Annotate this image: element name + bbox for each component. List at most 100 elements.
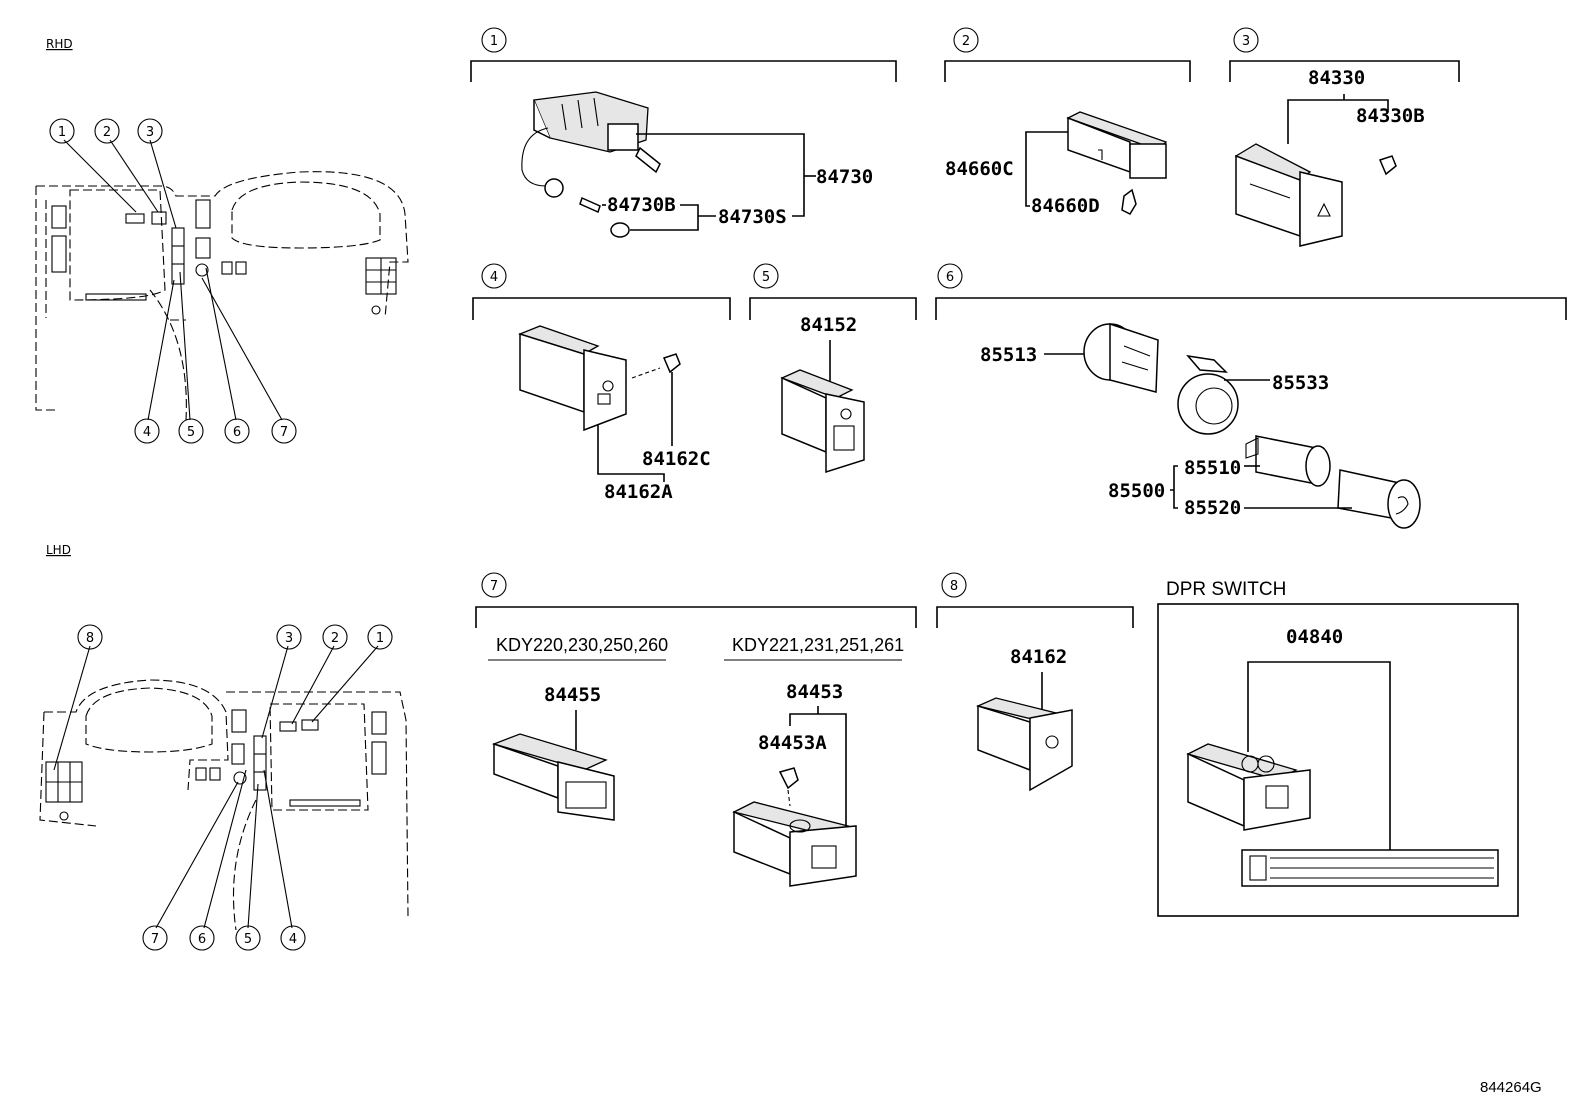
lhd-leader-8 [53,645,91,771]
part-84162C: 84162C [642,448,711,470]
lhd-callout-7: 7 [142,925,168,951]
rhd-callout-7: 7 [271,418,297,444]
rhd-vent-left-low [51,235,67,273]
rhd-leader-7 [201,277,283,421]
part-84730S: 84730S [718,206,787,228]
dpr-title: DPR SWITCH [1166,579,1286,600]
rhd-vent-left [51,205,67,229]
ignition-key-cylinder-drawing [521,91,661,198]
rhd-label: RHD [46,37,73,51]
section-2: 2 84660C 84660D [944,27,1191,217]
lhd-callout-4: 4 [280,925,306,951]
figure-id: 844264G [1480,1079,1542,1096]
lhd-vent-center [231,709,247,733]
lhd-leader-5 [247,783,259,929]
lhd-leader-1 [311,645,379,723]
model-list-a: KDY220,230,250,260 [496,635,668,655]
part-84162A: 84162A [604,481,673,503]
lhd-dashboard-view: LHD 8 3 2 1 [39,543,409,951]
rhd-hazard [195,237,211,259]
hazard-switch-drawing [1234,143,1343,247]
section-4-bracket [472,297,731,320]
key-bulb-drawing [579,196,601,214]
svg-text:7: 7 [490,579,498,594]
switch-84453-drawing [732,801,857,887]
part-84152: 84152 [800,314,857,336]
svg-text:3: 3 [285,631,293,646]
model-list-b: KDY221,231,251,261 [732,635,904,655]
svg-text:5: 5 [762,270,770,285]
svg-text:4: 4 [289,932,297,947]
rhd-switch-1 [125,213,145,224]
svg-text:2: 2 [962,34,970,49]
rhd-callout-5: 5 [178,418,204,444]
rhd-switch-2 [151,211,167,225]
bulb-84330B-drawing [1378,155,1397,176]
svg-text:6: 6 [946,270,954,285]
rhd-dashboard-view: RHD 1 2 3 [35,37,409,444]
part-84330: 84330 [1308,67,1365,89]
lhd-leader-6 [203,769,247,929]
dpr-label-plate-drawing [1241,849,1499,887]
dpr-switch-drawing [1186,743,1311,831]
rhd-callout-2: 2 [94,118,120,144]
leader-85500 [1170,465,1178,509]
svg-text:4: 4 [143,425,151,440]
section-7-bracket [475,606,917,628]
lhd-hazard [231,743,245,765]
section-4: 4 84162C 84162A [472,263,731,503]
part-84660D: 84660D [1031,195,1100,217]
section-5-number: 5 [753,263,779,289]
rhd-small-switch-b [235,261,247,275]
rhd-console-edge [149,289,187,421]
rhd-slot [85,293,147,301]
rhd-leader-1 [63,139,137,213]
lhd-switch-2 [301,719,319,731]
dpr-switch-section: DPR SWITCH 04840 [1157,579,1519,917]
section-2-number: 2 [953,27,979,53]
svg-text:8: 8 [86,631,94,646]
rhd-display [69,189,166,301]
leader-84660 [1025,131,1068,207]
lhd-switch-1 [279,721,297,732]
lhd-callout-2: 2 [322,624,348,650]
lhd-callout-8: 8 [77,624,103,650]
rhd-leader-3 [149,139,177,229]
lhd-small-switch-a [195,767,207,781]
svg-text:6: 6 [198,932,206,947]
section-3: 3 84330 84330B [1229,27,1460,247]
lhd-left-edge [39,711,97,827]
part-04840: 04840 [1286,626,1343,648]
rhd-dash-outline [36,171,409,319]
rhd-cigar-socket [195,263,209,277]
svg-text:5: 5 [244,932,252,947]
leader-84730 [636,133,805,217]
part-85500: 85500 [1108,480,1165,502]
lhd-small-switch-b [209,767,221,781]
lhd-console-edge [232,799,257,931]
rhd-callout-1: 1 [49,118,75,144]
lhd-vent-right [371,711,387,735]
part-85513: 85513 [980,344,1037,366]
leader-84330 [1287,94,1389,144]
section-5: 5 84152 [749,263,917,474]
lighter-85520-drawing [1337,469,1421,529]
lhd-callout-5: 5 [235,925,261,951]
rhd-callout-6: 6 [224,418,250,444]
bulb-84453A-drawing [778,767,799,790]
svg-text:7: 7 [151,932,159,947]
section-6: 6 85513 85533 85510 85500 85520 [935,263,1567,529]
svg-text:1: 1 [376,631,384,646]
rhd-leader-2 [109,139,159,213]
svg-text:8: 8 [950,579,958,594]
section-1: 1 84730 84730B 84730S [470,27,897,238]
rhd-small-switch-a [221,261,233,275]
svg-text:2: 2 [331,631,339,646]
section-3-bracket [1229,60,1460,82]
bulb-84660D-drawing [1121,188,1137,215]
part-85510: 85510 [1184,457,1241,479]
lhd-dash-outline [44,679,229,791]
switch-84455-drawing [491,733,615,821]
dpr-frame [1157,603,1519,917]
svg-text:2: 2 [103,125,111,140]
